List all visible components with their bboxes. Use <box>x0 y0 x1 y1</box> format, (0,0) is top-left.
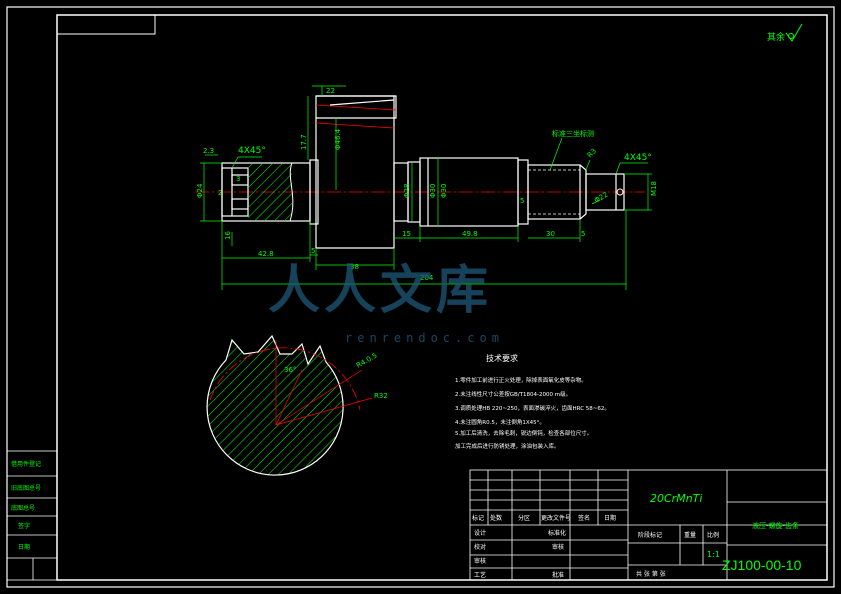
svg-text:2.未注线性尺寸公差按GB/T1804-2000 m级。: 2.未注线性尺寸公差按GB/T1804-2000 m级。 <box>455 390 571 398</box>
svg-text:Φ22: Φ22 <box>593 191 609 205</box>
svg-text:设计: 设计 <box>474 529 486 537</box>
svg-text:4X45°: 4X45° <box>238 146 266 156</box>
svg-text:标准三坐标测: 标准三坐标测 <box>552 129 594 138</box>
material-text: 20CrMnTi <box>650 492 702 505</box>
svg-text:2: 2 <box>218 189 222 197</box>
roughness-note: 其余 <box>767 23 803 43</box>
svg-text:校对: 校对 <box>474 543 486 551</box>
drawing-number: ZJ100-00-10 <box>722 557 802 573</box>
outer-border <box>6 6 835 588</box>
svg-text:38: 38 <box>350 263 359 271</box>
svg-text:R3: R3 <box>586 147 598 159</box>
svg-text:Φ30: Φ30 <box>429 184 437 198</box>
svg-text:3.调质处理HB 220~250，表面渗碳淬火，齿面HRC: 3.调质处理HB 220~250，表面渗碳淬火，齿面HRC 58~62。 <box>455 404 610 412</box>
svg-text:15: 15 <box>402 230 411 238</box>
svg-text:审核: 审核 <box>474 557 486 565</box>
svg-text:4.未注圆角R0.5，未注倒角1X45°。: 4.未注圆角R0.5，未注倒角1X45°。 <box>455 418 545 426</box>
svg-text:5: 5 <box>581 230 585 238</box>
svg-text:5: 5 <box>520 197 524 205</box>
part-name: 液压-螺旋-齿条 <box>752 521 799 530</box>
svg-text:阶段标记: 阶段标记 <box>638 531 662 539</box>
svg-text:42.8: 42.8 <box>258 250 274 258</box>
inner-border <box>56 14 828 581</box>
svg-text:30: 30 <box>546 230 555 238</box>
scale-value: 1:1 <box>707 550 720 559</box>
title-block <box>469 469 828 581</box>
svg-text:3: 3 <box>236 175 240 183</box>
svg-text:标记: 标记 <box>472 514 484 522</box>
svg-text:17.7: 17.7 <box>300 134 308 150</box>
svg-text:标准化: 标准化 <box>548 529 566 537</box>
svg-text:1.零件加工前进行正火处理，除掉表面氧化皮等杂物。: 1.零件加工前进行正火处理，除掉表面氧化皮等杂物。 <box>455 376 587 384</box>
svg-text:批准: 批准 <box>552 571 564 579</box>
side-table <box>6 450 58 581</box>
svg-text:其余: 其余 <box>767 31 785 43</box>
gear-section: R4.0.5 R32 36° <box>206 334 388 476</box>
break-line <box>289 162 294 222</box>
svg-text:技术要求: 技术要求 <box>486 353 518 363</box>
svg-text:加工完成后进行防锈处理，涂油包装入库。: 加工完成后进行防锈处理，涂油包装入库。 <box>455 442 560 450</box>
svg-text:处数: 处数 <box>490 514 502 522</box>
svg-text:49.8: 49.8 <box>462 230 478 238</box>
svg-text:Φ30: Φ30 <box>440 184 448 198</box>
svg-text:签名: 签名 <box>578 514 590 522</box>
side-label-4: 签字 <box>18 522 30 530</box>
dimension-texts: 4X45° 4X45° 22 17.7 Φ46.4 2.3 Φ24 2 16 3… <box>196 87 658 282</box>
svg-text:Φ24: Φ24 <box>196 183 204 198</box>
svg-text:R32: R32 <box>374 392 388 400</box>
svg-text:工艺: 工艺 <box>474 571 486 579</box>
svg-text:4X45°: 4X45° <box>624 153 652 163</box>
top-left-code-box <box>56 14 156 35</box>
technical-requirements: 技术要求 1.零件加工前进行正火处理，除掉表面氧化皮等杂物。 2.未注线性尺寸公… <box>455 353 610 450</box>
svg-text:比例: 比例 <box>707 531 719 539</box>
svg-text:重量: 重量 <box>684 531 696 539</box>
side-label-5: 日期 <box>18 543 30 551</box>
svg-text:22: 22 <box>326 87 335 95</box>
svg-text:2.3: 2.3 <box>203 147 214 155</box>
svg-text:Φ46.4: Φ46.4 <box>334 128 342 150</box>
title-row-labels: 标记 处数 分区 更改文件号 签名 日期 设计 标准化 校对 审核 工艺 审核 … <box>472 514 719 579</box>
dimension-lines <box>200 85 652 290</box>
svg-text:R4.0.5: R4.0.5 <box>355 351 379 369</box>
svg-text:204: 204 <box>420 274 434 282</box>
svg-text:共 张 第 张: 共 张 第 张 <box>636 570 666 578</box>
svg-text:更改文件号: 更改文件号 <box>541 514 571 522</box>
svg-text:分区: 分区 <box>518 514 530 522</box>
svg-text:5: 5 <box>311 247 315 255</box>
svg-text:5.加工后清洗，去除毛刺，锐边倒钝，检查各部位尺寸。: 5.加工后清洗，去除毛刺，锐边倒钝，检查各部位尺寸。 <box>455 429 592 437</box>
svg-text:Φ28: Φ28 <box>403 184 411 198</box>
svg-text:M18: M18 <box>650 181 658 196</box>
svg-text:日期: 日期 <box>604 514 616 522</box>
svg-text:36°: 36° <box>284 366 296 374</box>
side-label-3: 底图总号 <box>11 504 35 512</box>
watermark-url: renrendoc.com <box>345 331 504 345</box>
section-hatch-left <box>248 163 292 221</box>
svg-text:16: 16 <box>224 231 232 240</box>
side-label-1: 借用件登记 <box>11 460 41 468</box>
svg-text:审核: 审核 <box>552 543 564 551</box>
side-label-2: 旧底图总号 <box>11 484 41 492</box>
watermark-text: 人人文库 <box>268 261 493 321</box>
